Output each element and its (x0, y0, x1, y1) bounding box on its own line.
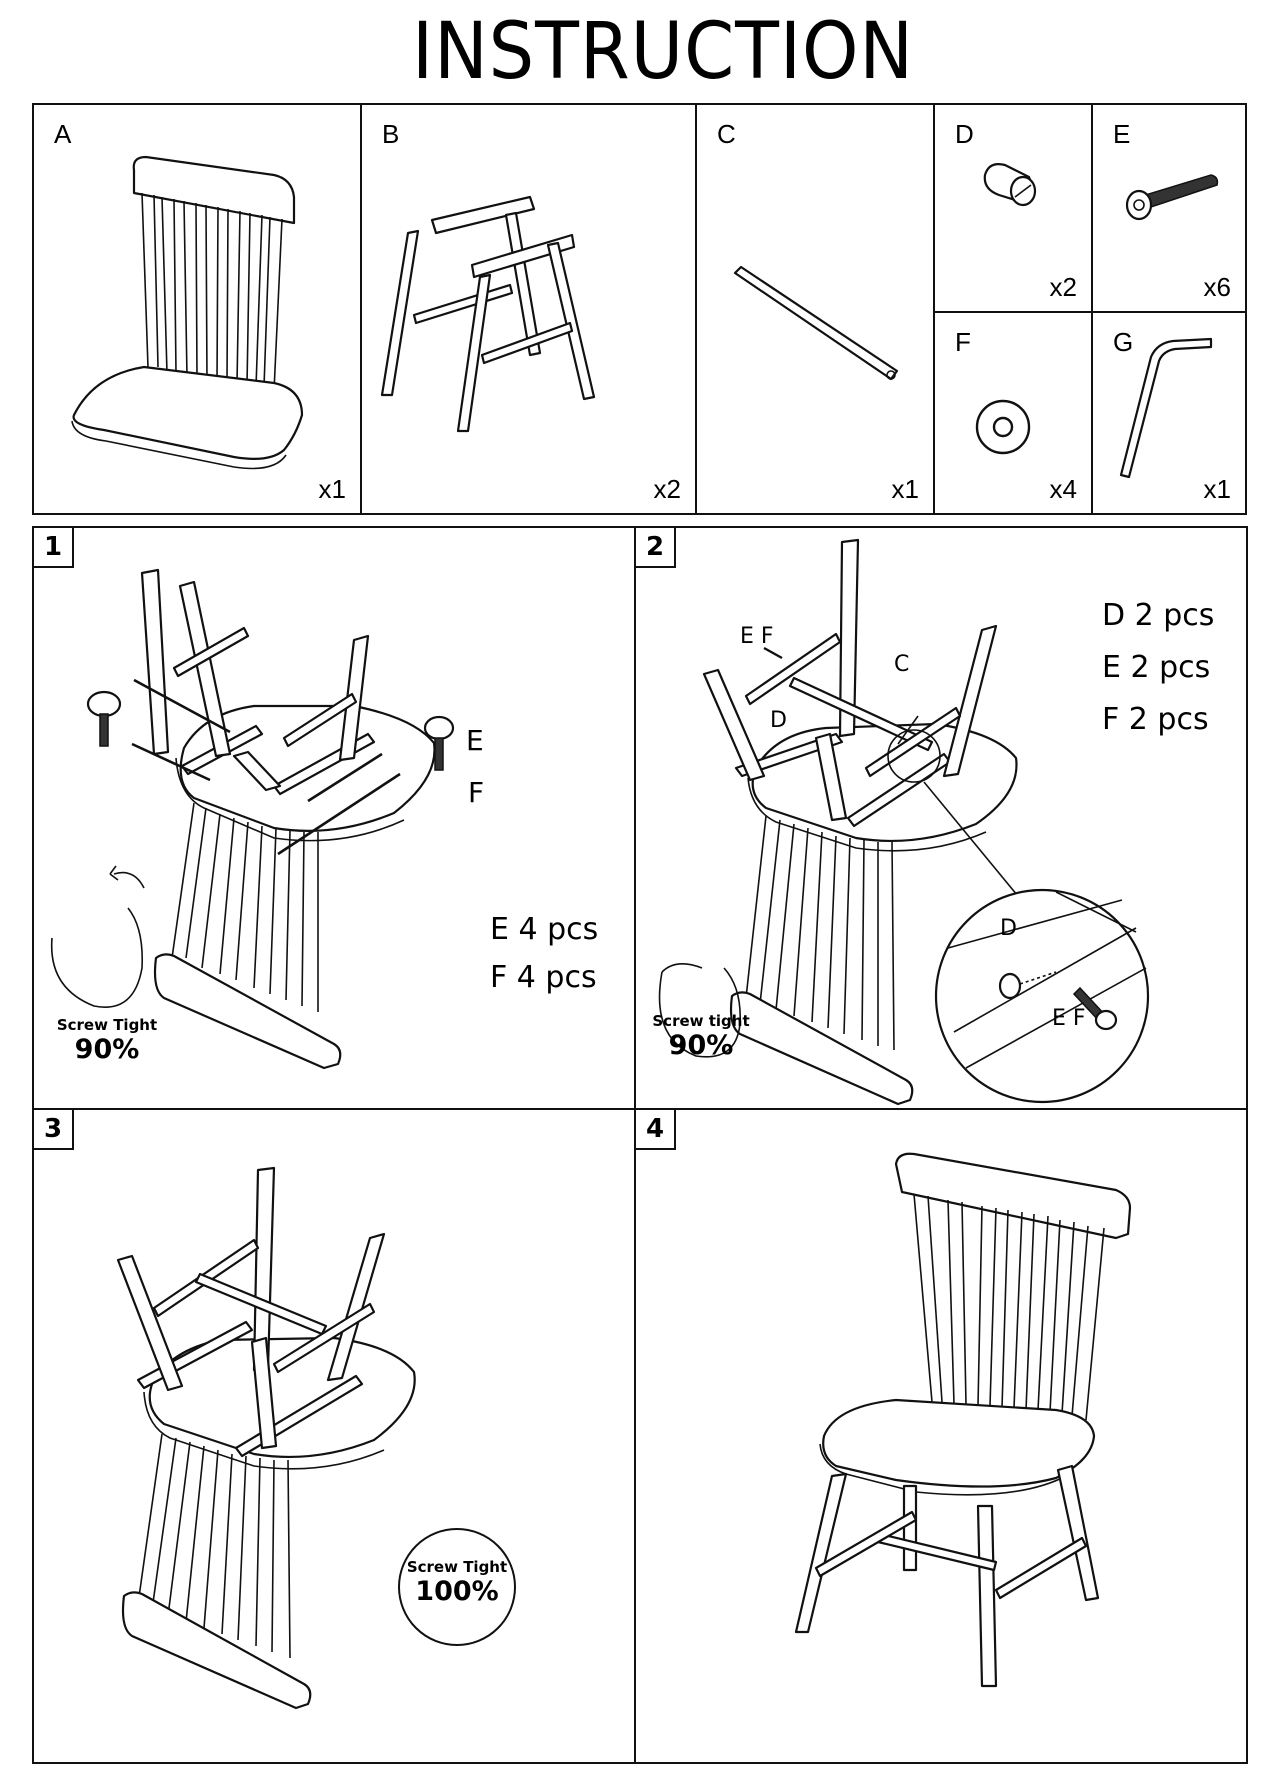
part-f-panel: F x4 (933, 311, 1093, 515)
seat-backrest-illustration (71, 155, 304, 470)
step-3-panel: 3 Screw Tight 100% (32, 1108, 636, 1764)
part-letter: F (955, 327, 971, 357)
badge-text: Screw Tight (406, 1558, 508, 1576)
badge-text: Screw tight (652, 1012, 750, 1030)
washer-label: F (468, 776, 485, 809)
detail-bolt-washer-label: E F (1052, 1006, 1086, 1031)
screw-tight-badge: Screw tight 90% (646, 1012, 756, 1061)
part-qty: x2 (653, 474, 681, 504)
part-letter: D (955, 119, 974, 149)
part-letter: B (382, 119, 400, 149)
badge-percent: 100% (415, 1576, 499, 1607)
detail-barrel-nut-label: D (1000, 916, 1017, 941)
part-qty: x1 (318, 474, 346, 504)
parts-count: E 2 pcs (1102, 650, 1211, 685)
page-title: INSTRUCTION (411, 7, 915, 97)
part-e-panel: E x6 (1091, 103, 1247, 313)
part-letter: A (54, 119, 72, 149)
parts-count: F 4 pcs (490, 960, 597, 995)
step-number: 4 (636, 1110, 676, 1150)
barrel-nut-label: D (770, 708, 787, 733)
parts-count: E 4 pcs (490, 912, 599, 947)
part-letter: G (1113, 327, 1134, 357)
part-qty: x6 (1203, 272, 1231, 302)
bolt-washer-label: E F (740, 624, 774, 649)
washer-icon (975, 399, 1031, 455)
part-letter: E (1113, 119, 1131, 149)
part-b-panel: B x2 (360, 103, 697, 515)
step-number: 1 (34, 528, 74, 568)
step-2-illustration (658, 538, 1150, 1106)
barrel-nut-icon (983, 163, 1037, 207)
step-1-illustration (50, 568, 455, 1070)
screw-tight-badge: Screw Tight 100% (398, 1528, 516, 1646)
bolt-label: E (466, 724, 484, 757)
part-qty: x4 (1049, 474, 1077, 504)
part-qty: x1 (891, 474, 919, 504)
part-qty: x2 (1049, 272, 1077, 302)
step-4-panel: 4 (634, 1108, 1248, 1764)
bolt-icon (1125, 174, 1219, 221)
parts-count: D 2 pcs (1102, 598, 1215, 633)
badge-text: Screw Tight (56, 1016, 158, 1034)
part-letter: C (717, 119, 736, 149)
step-1-panel: 1 E F E 4 pcs F 4 pcs (32, 526, 636, 1110)
stretcher-label: C (894, 652, 910, 677)
step-number: 3 (34, 1110, 74, 1150)
badge-percent: 90% (74, 1034, 140, 1065)
step-3-illustration (116, 1166, 416, 1710)
part-c-panel: C x1 (695, 103, 935, 515)
badge-percent: 90% (668, 1030, 734, 1061)
step-number: 2 (636, 528, 676, 568)
allen-key-icon (1119, 337, 1213, 479)
leg-frame-illustration (380, 195, 596, 433)
stretcher-bar-illustration (733, 265, 899, 381)
parts-count: F 2 pcs (1102, 702, 1209, 737)
part-d-panel: D x2 (933, 103, 1093, 313)
screw-tight-badge: Screw Tight 90% (52, 1016, 162, 1065)
assembled-chair-illustration (794, 1152, 1132, 1688)
step-2-panel: 2 E F C (634, 526, 1248, 1110)
part-a-panel: A x1 (32, 103, 362, 515)
part-g-panel: G x1 (1091, 311, 1247, 515)
part-qty: x1 (1203, 474, 1231, 504)
